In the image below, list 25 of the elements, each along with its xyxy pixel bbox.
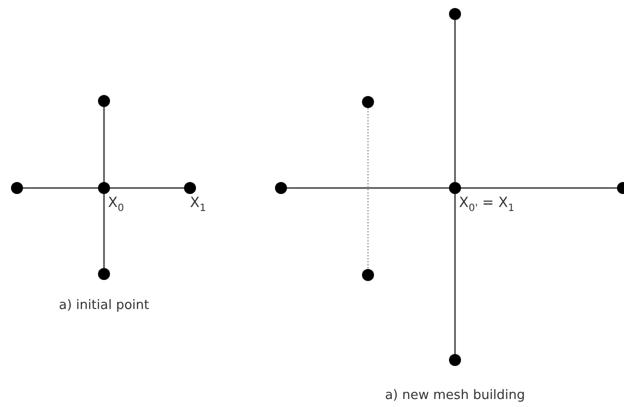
point-dot [449, 8, 461, 20]
figure-caption: a) initial point [58, 298, 150, 313]
point-dot [449, 354, 461, 366]
point-dot [362, 269, 374, 281]
figure-caption: a) new mesh building [384, 388, 526, 403]
point-label: X$_{0}$ [108, 196, 124, 214]
line [287, 187, 449, 189]
point-dot [184, 182, 196, 194]
point-label: X$_{0'}$ = X$_{1}$ [459, 196, 514, 214]
line [461, 187, 617, 189]
point-dot [362, 96, 374, 108]
line [103, 194, 105, 268]
point-dot [11, 182, 23, 194]
line [454, 20, 456, 182]
point-dot [98, 95, 110, 107]
line [454, 194, 456, 354]
point-dot [98, 182, 110, 194]
point-label: X$_{1}$ [190, 196, 206, 214]
line [23, 187, 98, 189]
point-dot [275, 182, 287, 194]
dotted-line [367, 108, 369, 269]
point-dot [449, 182, 461, 194]
point-dot [98, 268, 110, 280]
line [110, 187, 184, 189]
line [103, 107, 105, 182]
